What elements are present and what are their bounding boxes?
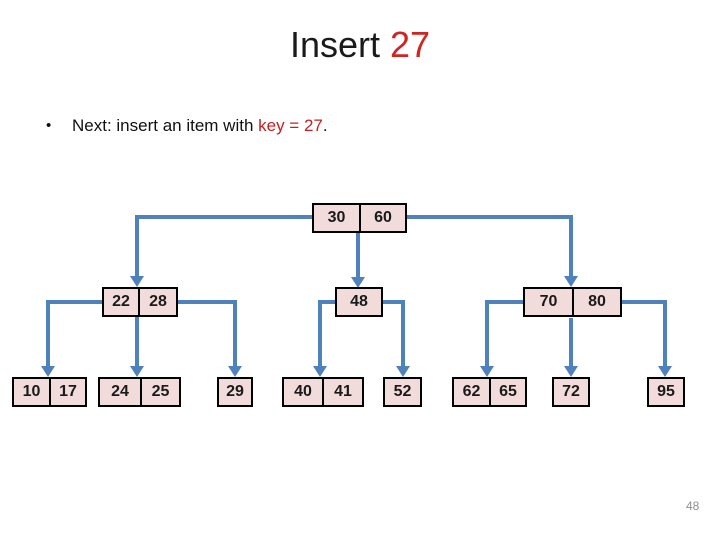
node-cell: 41 [322,379,362,405]
tree-node-10-17: 10 17 [12,377,87,407]
node-cell: 80 [572,289,620,315]
node-cell: 95 [657,383,675,400]
arrowhead [564,276,578,287]
bullet-suffix: . [322,116,328,135]
edge-70-80-to-62-65 [485,300,523,367]
arrowhead [130,366,144,377]
title-highlight: 27 [390,24,431,65]
arrowhead [228,366,242,377]
slide-title: Insert 27 [0,24,720,66]
tree-node-95: 95 [647,377,685,407]
arrowhead [41,366,55,377]
arrowhead [130,276,144,287]
arrowhead [313,366,327,377]
node-cell: 40 [294,383,312,400]
node-cell: 48 [350,293,368,310]
edge-70-80-to-95 [618,300,667,367]
node-cell: 60 [359,205,405,231]
tree-node-48: 48 [335,287,383,317]
node-cell: 52 [393,383,412,400]
node-cell: 65 [489,379,525,405]
node-cell: 24 [111,383,129,400]
node-cell: 17 [49,379,85,405]
bullet-text: Next: insert an item with [72,116,259,135]
node-cell: 29 [226,383,244,400]
node-cell: 28 [138,289,176,315]
edge-root-to-70-80 [403,215,573,277]
tree-node-52: 52 [383,377,422,407]
tree-node-22-28: 22 28 [102,287,178,317]
edge-22-28-to-10-17 [46,300,102,367]
bullet-highlight: key = 27 [258,116,323,135]
tree-node-40-41: 40 41 [282,377,364,407]
node-cell: 70 [539,293,558,310]
tree-node-24-25: 24 25 [98,377,181,407]
node-cell: 10 [22,383,41,400]
page-number: 48 [686,499,700,513]
node-cell: 22 [112,293,130,310]
edge-22-28-to-29 [174,300,237,367]
bullet-icon: • [46,117,52,134]
node-cell: 62 [462,383,481,400]
tree-node-29: 29 [217,377,253,407]
arrowhead [351,277,365,288]
node-cell: 30 [327,209,346,226]
arrowhead [658,366,672,377]
tree-node-root: 30 60 [312,203,407,233]
arrowhead [480,366,494,377]
tree-node-70-80: 70 80 [523,287,622,317]
node-cell: 72 [562,383,580,400]
arrowhead [564,366,578,377]
node-cell: 25 [140,379,179,405]
bullet-line: • Next: insert an item with key = 27. [46,113,328,139]
tree-node-72: 72 [552,377,590,407]
tree-node-62-65: 62 65 [452,377,527,407]
edge-48-to-40-41 [318,300,335,367]
title-text: Insert [289,24,390,65]
edge-root-to-22-28 [135,215,312,277]
edge-48-to-52 [383,300,405,367]
arrowhead [396,366,410,377]
